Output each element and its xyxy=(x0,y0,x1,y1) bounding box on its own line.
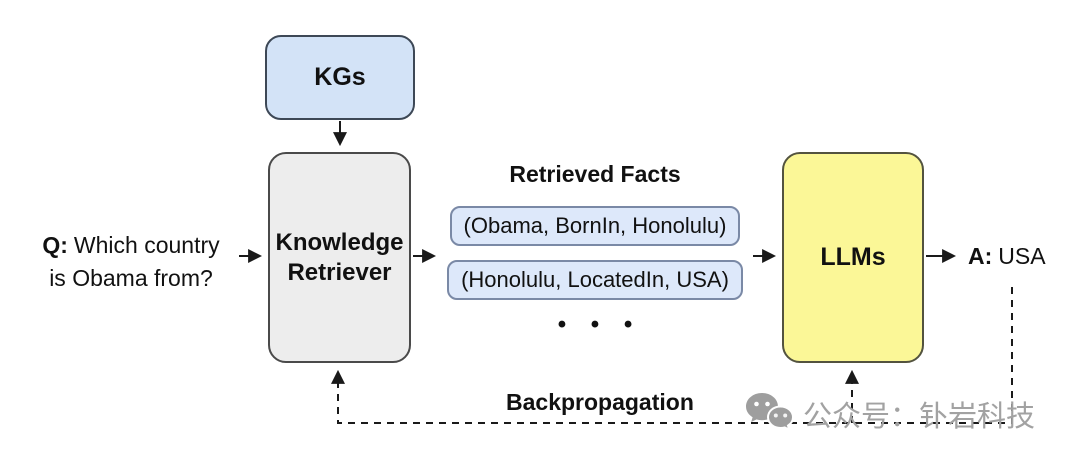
wechat-icon xyxy=(746,393,795,432)
question-text: Q:Which country is Obama from? xyxy=(12,229,250,294)
retrieved-facts-title: Retrieved Facts xyxy=(509,161,681,187)
question-line1: Which country xyxy=(73,232,220,258)
knowledge-retriever-label: Knowledge Retriever xyxy=(275,228,404,286)
retrieved-facts-group: Retrieved Facts (Obama, BornIn, Honolulu… xyxy=(428,161,762,339)
answer-prefix: A: xyxy=(968,243,993,269)
watermark-text: 公众号：钋岩科技 xyxy=(803,401,1036,433)
llms-label: LLMs xyxy=(820,243,886,271)
backprop-wire-answer-to-retriever xyxy=(331,287,1013,424)
question-prefix: Q: xyxy=(42,232,68,258)
backpropagation-label: Backpropagation xyxy=(506,389,694,415)
answer-value: USA xyxy=(998,243,1046,269)
kgs-node: KGs xyxy=(265,35,415,120)
fact-pill: (Honolulu, LocatedIn, USA) xyxy=(447,260,743,300)
facts-ellipsis: • • • xyxy=(557,311,642,338)
fact-pill: (Obama, BornIn, Honolulu) xyxy=(449,206,741,246)
question-line2: is Obama from? xyxy=(49,264,213,291)
knowledge-retriever-node: Knowledge Retriever xyxy=(268,152,411,363)
kgs-label: KGs xyxy=(314,63,366,91)
watermark: 公众号：钋岩科技 xyxy=(744,391,1035,437)
llms-node: LLMs xyxy=(782,152,924,363)
answer-text: A:USA xyxy=(968,243,1046,270)
